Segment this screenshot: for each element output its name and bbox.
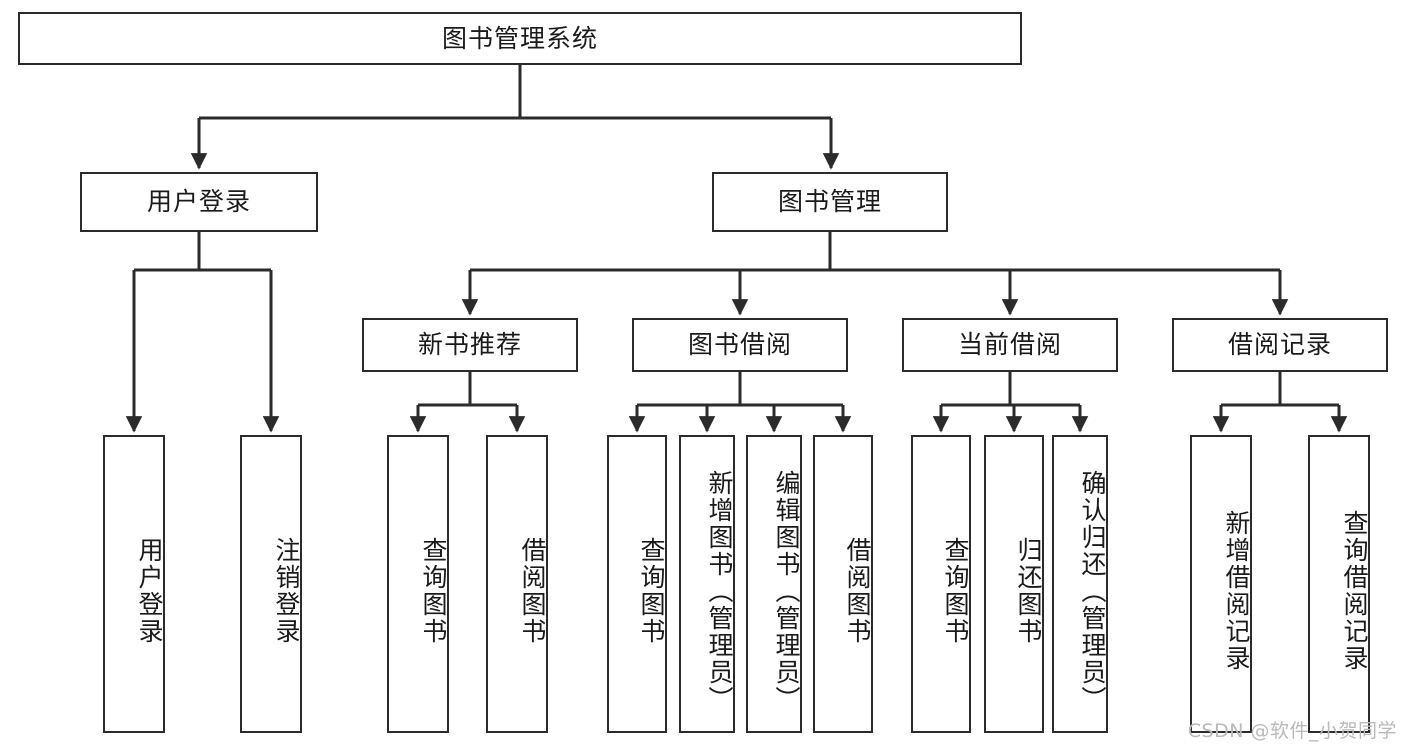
leaf-edit-book-admin-label: 编辑图书（管理员）	[772, 469, 801, 713]
leaf-add-borrow-record-label: 新增借阅记录	[1222, 510, 1251, 672]
leaf-query-book-rec[interactable]: 查询图书	[387, 435, 449, 733]
node-new-book-recommend-label: 新书推荐	[417, 330, 522, 359]
leaf-logout-label: 注销登录	[272, 537, 301, 645]
node-current-borrow-label: 当前借阅	[957, 330, 1062, 359]
leaf-logout[interactable]: 注销登录	[240, 435, 302, 733]
leaf-user-login[interactable]: 用户登录	[103, 435, 165, 733]
leaf-add-book-admin-label: 新增图书（管理员）	[705, 469, 734, 713]
leaf-return-book[interactable]: 归还图书	[984, 435, 1044, 733]
leaf-add-book-admin[interactable]: 新增图书（管理员）	[679, 435, 735, 733]
node-user-login-label: 用户登录	[146, 187, 251, 216]
node-book-management[interactable]: 图书管理	[712, 172, 948, 232]
leaf-user-login-label: 用户登录	[135, 537, 164, 645]
leaf-query-book-current-label: 查询图书	[941, 537, 970, 645]
node-new-book-recommend[interactable]: 新书推荐	[362, 318, 578, 372]
leaf-confirm-return-admin-label: 确认归还（管理员）	[1078, 469, 1107, 713]
leaf-borrow-book-label: 借阅图书	[843, 537, 872, 645]
leaf-return-book-label: 归还图书	[1014, 537, 1043, 645]
node-book-borrow[interactable]: 图书借阅	[632, 318, 848, 372]
leaf-borrow-book[interactable]: 借阅图书	[813, 435, 873, 733]
leaf-confirm-return-admin[interactable]: 确认归还（管理员）	[1052, 435, 1108, 733]
node-book-borrow-label: 图书借阅	[687, 330, 792, 359]
leaf-query-book-current[interactable]: 查询图书	[911, 435, 971, 733]
leaf-edit-book-admin[interactable]: 编辑图书（管理员）	[746, 435, 802, 733]
leaf-query-borrow-record-label: 查询借阅记录	[1340, 510, 1369, 672]
leaf-borrow-book-rec-label: 借阅图书	[518, 537, 547, 645]
node-borrow-record-label: 借阅记录	[1227, 330, 1332, 359]
leaf-query-borrow-record[interactable]: 查询借阅记录	[1308, 435, 1370, 733]
node-borrow-record[interactable]: 借阅记录	[1172, 318, 1388, 372]
leaf-query-book-rec-label: 查询图书	[419, 537, 448, 645]
node-root-label: 图书管理系统	[441, 23, 598, 53]
node-user-login[interactable]: 用户登录	[80, 172, 318, 232]
leaf-query-book-borrow[interactable]: 查询图书	[607, 435, 667, 733]
node-current-borrow[interactable]: 当前借阅	[902, 318, 1118, 372]
node-book-management-label: 图书管理	[777, 187, 882, 216]
leaf-query-book-borrow-label: 查询图书	[637, 537, 666, 645]
leaf-borrow-book-rec[interactable]: 借阅图书	[486, 435, 548, 733]
node-root[interactable]: 图书管理系统	[18, 12, 1022, 65]
leaf-add-borrow-record[interactable]: 新增借阅记录	[1190, 435, 1252, 733]
